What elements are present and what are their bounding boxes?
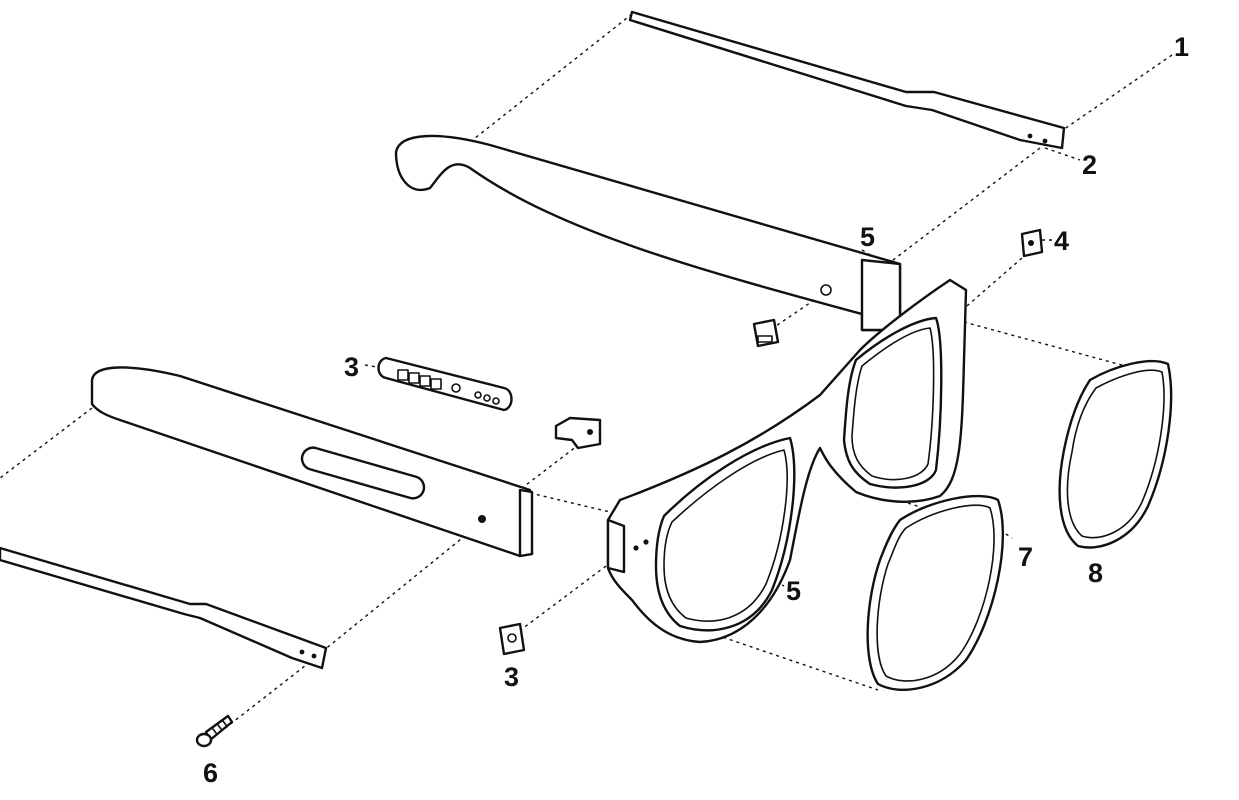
callout-6: 6	[203, 758, 218, 788]
callout-1: 1	[1174, 32, 1189, 62]
callout-3-slot: 3	[344, 352, 359, 382]
hinge-hole	[478, 515, 486, 523]
callout-7: 7	[1018, 542, 1033, 572]
square-nut	[498, 622, 526, 656]
screw	[195, 714, 234, 748]
upper-temple-rod	[628, 10, 1066, 150]
left-hinge-clip	[554, 416, 602, 450]
lower-temple-rod	[0, 546, 328, 670]
left-temple-arm	[90, 366, 534, 558]
rod-hole	[1042, 138, 1048, 144]
callout-3-nut: 3	[504, 662, 519, 692]
hinge-slot-bar	[377, 356, 513, 412]
front-frame	[606, 278, 968, 644]
callout-5-upper: 5	[860, 222, 875, 252]
callout-2: 2	[1082, 150, 1097, 180]
upper-temple-arm	[394, 134, 902, 332]
upper-hinge-clip	[752, 318, 780, 348]
rod-hole	[299, 649, 305, 655]
callout-5-lower: 5	[786, 576, 801, 606]
hinge-pin	[820, 284, 832, 296]
rod-hole	[311, 653, 317, 659]
temple-slot	[300, 446, 426, 500]
small-nut	[1020, 228, 1044, 258]
rod-hole	[1027, 133, 1033, 139]
lens-7	[866, 494, 1005, 691]
callout-4: 4	[1054, 226, 1069, 256]
callout-8: 8	[1088, 558, 1103, 588]
callout-labels: 1 2 5 4 3 5 7 8 3 6	[203, 32, 1189, 788]
lens-8	[1058, 360, 1173, 549]
